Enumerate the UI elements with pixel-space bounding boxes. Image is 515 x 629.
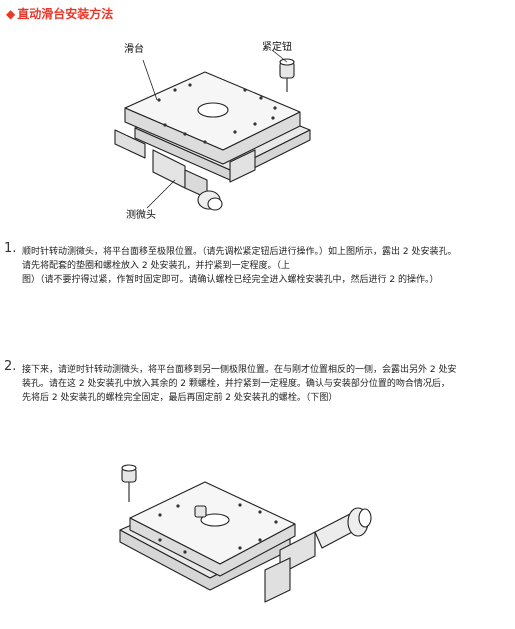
step-2-line-3: 先将后 2 处安装孔的螺栓完全固定，最后再固定前 2 处安装孔的螺栓。（下图） [22, 393, 338, 403]
step-2: 2. 接下来，请逆时针转动测微头，将平台面移到另一侧极限位置。在与刚才位置相反的… [4, 359, 510, 405]
section-title-text: 直动滑台安装方法 [17, 7, 114, 21]
step-1-number: 1. [4, 241, 17, 256]
step-1: 1. 顺时针转动测微头，将平台面移至极限位置。（请先调松紧定钮后进行操作。）如上… [4, 241, 510, 287]
label-stage: 滑台 [124, 44, 144, 55]
step-1-line-2: 请先将配套的垫圈和螺栓放入 2 处安装孔，并拧紧到一定程度。（上 [22, 261, 290, 271]
step-1-line-1: 顺时针转动测微头，将平台面移至极限位置。（请先调松紧定钮后进行操作。）如上图所示… [22, 247, 457, 257]
figure-stage-bottom [119, 464, 372, 603]
figure-stage-top [114, 49, 311, 211]
diamond-marker-icon: ◆ [6, 7, 16, 21]
step-2-number: 2. [4, 359, 17, 374]
label-lock-knob: 紧定钮 [262, 42, 292, 53]
step-2-line-1: 接下来，请逆时针转动测微头，将平台面移到另一侧极限位置。在与刚才位置相反的一侧，… [22, 365, 457, 375]
section-title: ◆直动滑台安装方法 [6, 5, 113, 22]
step-1-line-3: 图）（请不要拧得过紧，作暂时固定即可。请确认螺栓已经完全进入螺栓安装孔中，然后进… [22, 275, 439, 285]
label-micrometer: 测微头 [126, 210, 156, 221]
step-2-line-2: 装孔。请在这 2 处安装孔中放入其余的 2 颗螺栓，并拧紧到一定程度。确认与安装… [22, 379, 450, 389]
